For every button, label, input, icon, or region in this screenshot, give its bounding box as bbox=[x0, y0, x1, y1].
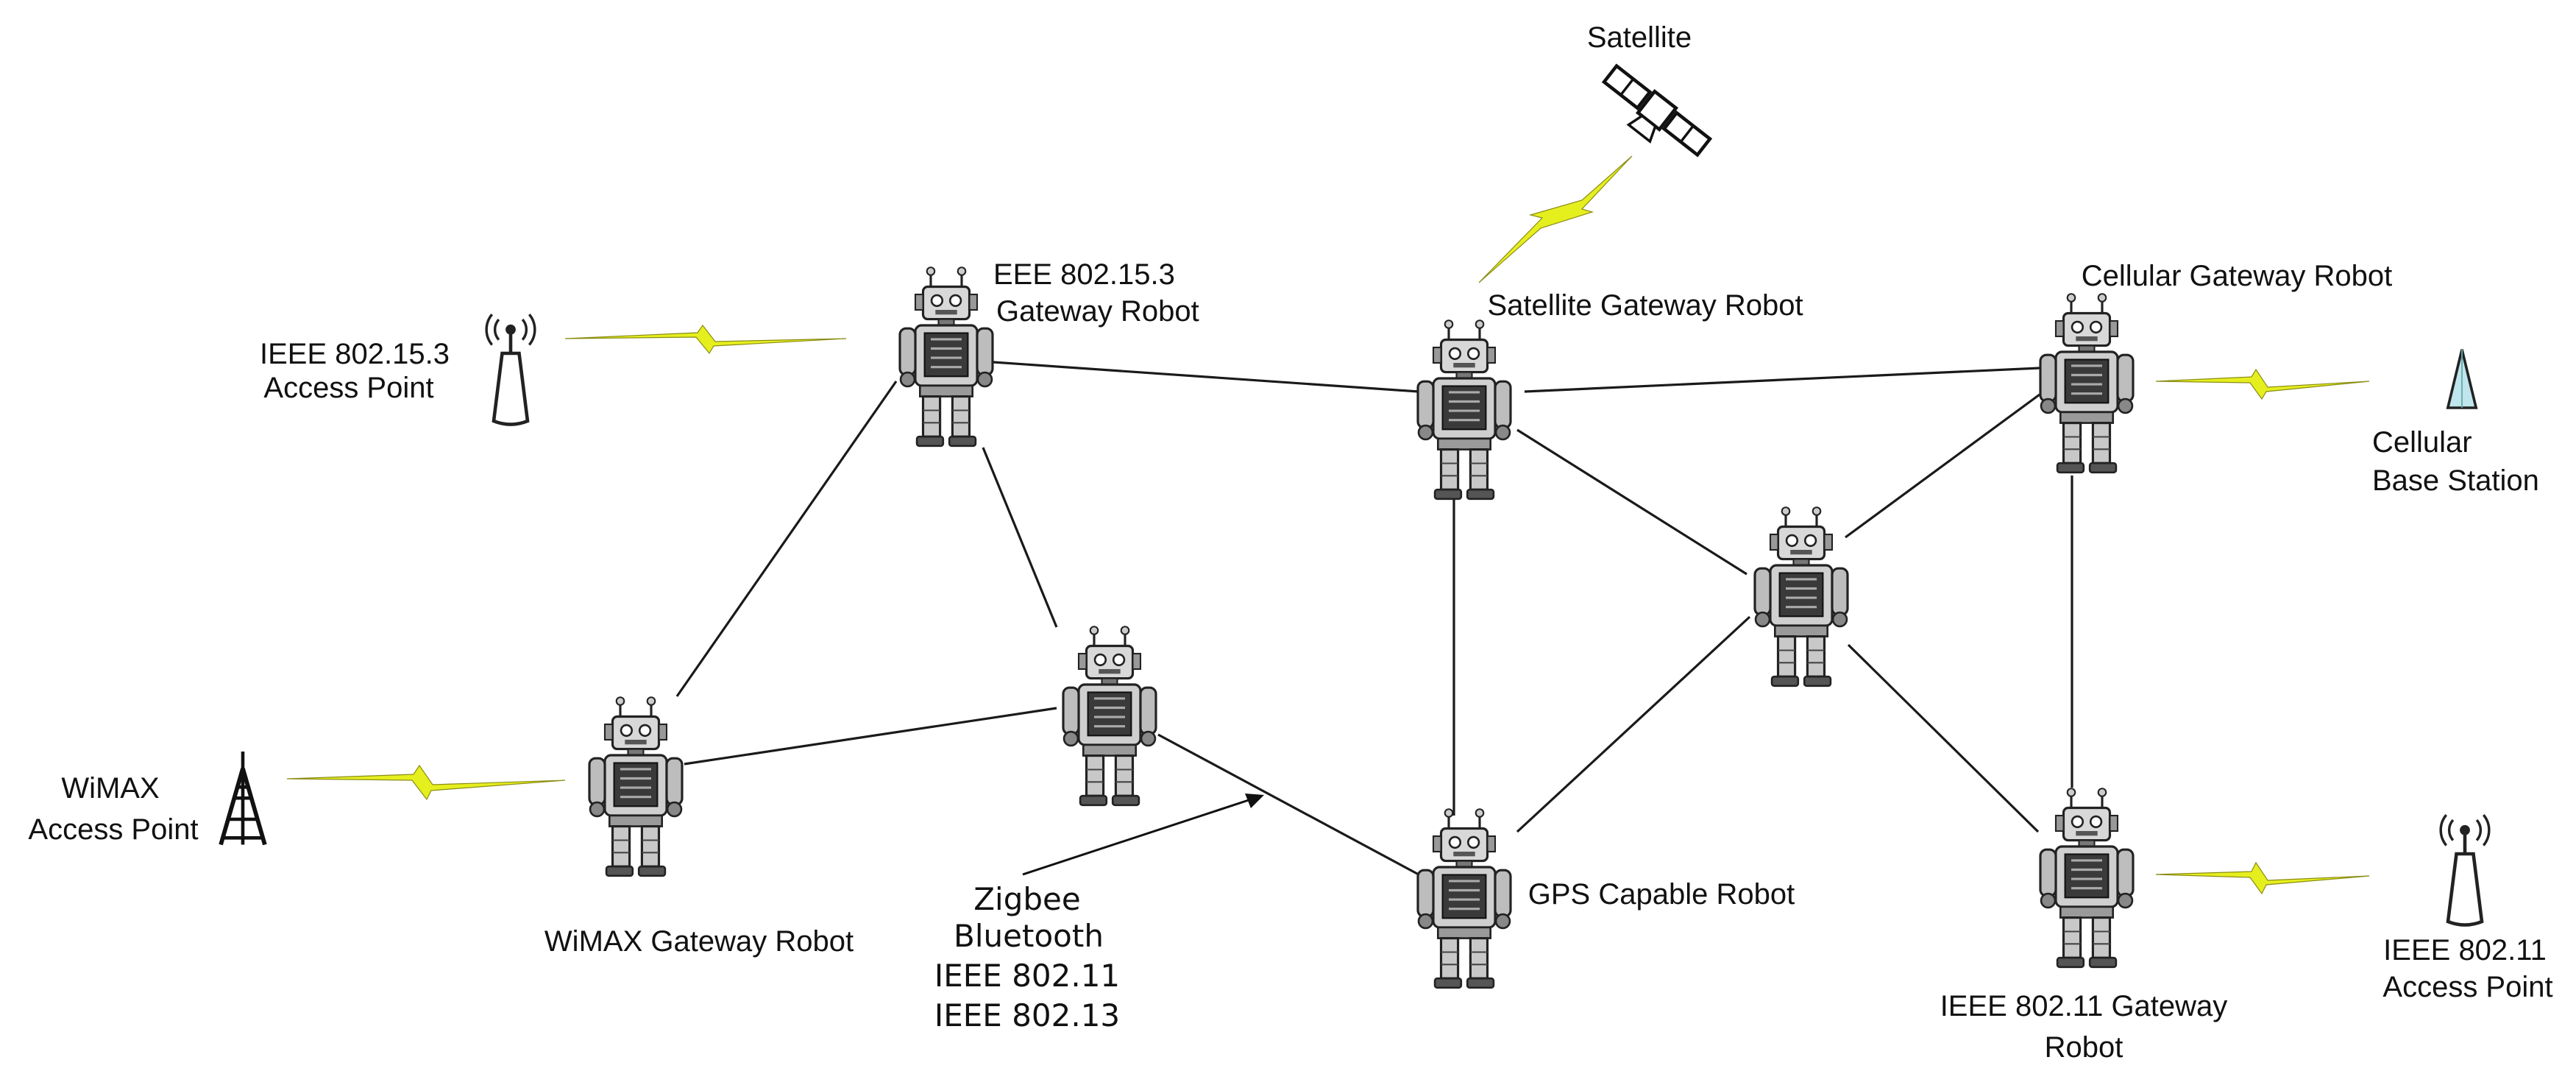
network-links bbox=[675, 361, 2073, 876]
label-ieee80211-gateway-line1: IEEE 802.11 Gateway bbox=[1940, 990, 2228, 1022]
link-eee-satgw bbox=[993, 361, 1419, 393]
lightning-bolt-icon bbox=[286, 764, 566, 801]
robot-eee-gateway bbox=[898, 266, 994, 448]
label-protocol-1: Zigbee bbox=[973, 881, 1080, 917]
label-cellular-gateway: Cellular Gateway Robot bbox=[2082, 260, 2392, 292]
antenna-icon bbox=[2441, 815, 2489, 925]
robot-icon bbox=[1416, 319, 1512, 501]
link-mid-cellgw bbox=[1845, 393, 2040, 539]
label-protocol-4: IEEE 802.13 bbox=[934, 997, 1120, 1033]
robot-icon bbox=[1062, 625, 1157, 807]
robot-wimax-gateway bbox=[588, 696, 684, 877]
robot-gps bbox=[1416, 807, 1512, 989]
robot-cellular-gateway bbox=[2039, 292, 2135, 474]
link-satgw-mid bbox=[1516, 428, 1748, 576]
lightning-bolt-icon bbox=[564, 324, 847, 355]
link-mid-gps bbox=[1516, 615, 1751, 833]
link-eee-wimaxgw bbox=[675, 381, 898, 697]
label-eee-gateway-line2: Gateway Robot bbox=[996, 295, 1199, 328]
robot-icon bbox=[588, 696, 684, 877]
robot-icon bbox=[2039, 292, 2135, 474]
link-mid-80211gw bbox=[1847, 643, 2040, 833]
link-wimaxgw-center bbox=[684, 707, 1057, 766]
robot-satellite-gateway bbox=[1416, 319, 1512, 501]
link-eee-center bbox=[982, 447, 1058, 628]
label-eee-gateway-line1: EEE 802.15.3 bbox=[993, 258, 1175, 291]
link-center-gps bbox=[1157, 733, 1419, 876]
label-satellite-gateway: Satellite Gateway Robot bbox=[1487, 289, 1803, 322]
robot-80211-gateway bbox=[2039, 787, 2135, 969]
label-satellite: Satellite bbox=[1587, 21, 1692, 54]
cellular-base-station-icon bbox=[2447, 347, 2477, 409]
label-protocol-3: IEEE 802.11 bbox=[934, 958, 1120, 994]
lightning-bolt-icon bbox=[2155, 861, 2370, 895]
satellite-icon bbox=[1592, 63, 1711, 169]
label-cellular-bs-line1: Cellular bbox=[2372, 426, 2472, 459]
robot-mesh-center bbox=[1753, 506, 1849, 688]
label-cellular-bs-line2: Base Station bbox=[2372, 464, 2539, 497]
antenna-icon bbox=[486, 314, 535, 424]
label-ieee80211-ap-line2: Access Point bbox=[2382, 971, 2552, 1003]
robot-icon bbox=[898, 266, 994, 448]
label-ieee80211-ap-line1: IEEE 802.11 bbox=[2383, 934, 2547, 966]
wireless-links bbox=[286, 155, 2370, 895]
robot-relay bbox=[1062, 625, 1157, 807]
lightning-bolt-icon bbox=[2155, 368, 2370, 400]
robot-icon bbox=[1416, 807, 1512, 989]
wimax-tower-icon bbox=[221, 752, 265, 845]
link-satgw-cellgw bbox=[1524, 367, 2040, 393]
protocol-arrow bbox=[1022, 793, 1264, 876]
label-wimax-ap-line2: Access Point bbox=[28, 813, 198, 846]
label-wimax-gateway: WiMAX Gateway Robot bbox=[544, 925, 854, 958]
label-ieee80211-gateway-line2: Robot bbox=[2045, 1031, 2123, 1064]
label-wimax-ap-line1: WiMAX bbox=[61, 772, 159, 805]
lightning-bolt-icon bbox=[1478, 155, 1633, 283]
label-ieee802153-ap-line1: IEEE 802.15.3 bbox=[260, 338, 450, 370]
robot-icon bbox=[2039, 787, 2135, 969]
label-gps-robot: GPS Capable Robot bbox=[1528, 878, 1795, 911]
label-ieee802153-ap-line2: Access Point bbox=[263, 372, 433, 404]
label-protocol-2: Bluetooth bbox=[954, 918, 1104, 954]
robot-icon bbox=[1753, 506, 1849, 688]
